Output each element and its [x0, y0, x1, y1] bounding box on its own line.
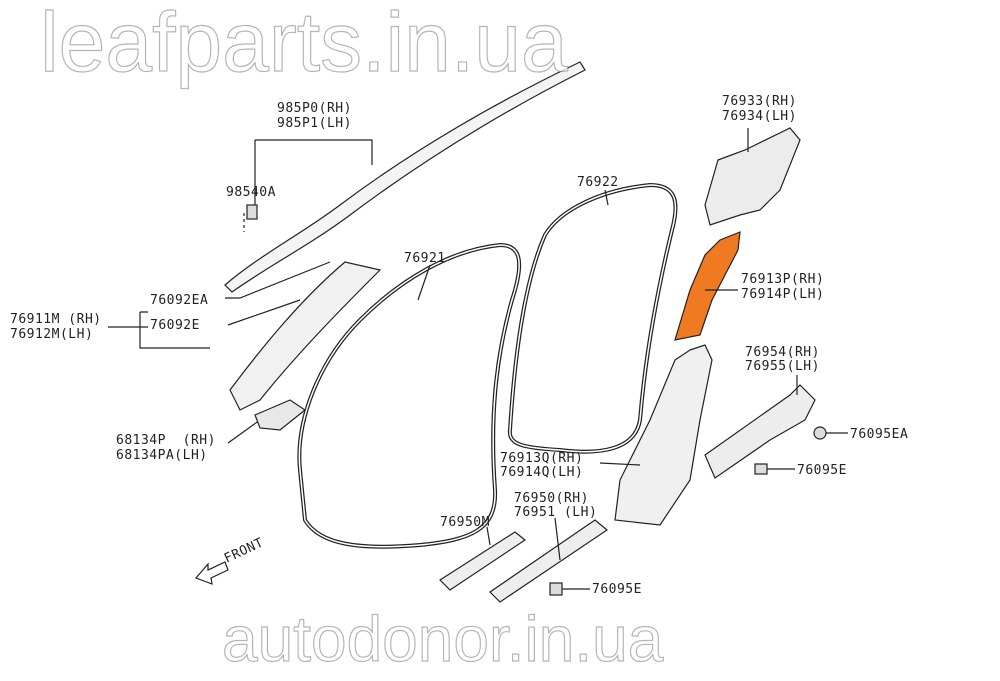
label-76095ea: 76095EA: [850, 427, 909, 442]
clip-76095e[interactable]: [754, 463, 768, 475]
label-76092ea: 76092EA: [150, 293, 209, 308]
label-76913q: 76913Q(RH): [500, 451, 584, 466]
label-76951: 76951 (LH): [514, 505, 598, 520]
label-68134p: 68134P (RH): [116, 433, 216, 448]
label-76914q: 76914Q(LH): [500, 465, 584, 480]
label-98540a: 98540A: [226, 185, 276, 200]
front-arrow-icon: [194, 561, 229, 585]
label-76955: 76955(LH): [745, 359, 820, 374]
clip-98540a[interactable]: [246, 204, 258, 220]
front-sill-plate[interactable]: [439, 531, 527, 591]
label-76922: 76922: [577, 175, 619, 190]
rear-door-weatherstrip[interactable]: [507, 182, 678, 454]
label-76095e: 76095E: [797, 463, 847, 478]
label-68134pa: 68134PA(LH): [116, 448, 208, 463]
clip-76095ea[interactable]: [813, 426, 827, 440]
label-76913p: 76913P(RH): [741, 272, 825, 287]
label-76934: 76934(LH): [722, 109, 797, 124]
c-pillar-trim[interactable]: [704, 127, 801, 226]
label-985p1: 985P1(LH): [277, 116, 352, 131]
label-76095e-lower: 76095E: [592, 582, 642, 597]
b-pillar-lower-trim[interactable]: [614, 344, 713, 526]
label-76911m: 76911M (RH): [10, 312, 102, 327]
label-985p0: 985P0(RH): [277, 101, 352, 116]
a-pillar-trim[interactable]: [229, 261, 382, 411]
label-76912m: 76912M(LH): [10, 327, 94, 342]
label-76950: 76950(RH): [514, 491, 589, 506]
watermark-autodonor: autodonor.in.ua: [221, 603, 664, 675]
label-76950m: 76950M: [440, 515, 490, 530]
label-76921: 76921: [404, 251, 446, 266]
watermark-leafparts: leafparts.in.ua: [39, 0, 568, 89]
label-76954: 76954(RH): [745, 345, 820, 360]
label-76933: 76933(RH): [722, 94, 797, 109]
b-pillar-upper-trim[interactable]: [674, 231, 741, 341]
rear-kick-plate[interactable]: [704, 384, 816, 479]
lower-panel-68134[interactable]: [254, 399, 307, 431]
clip-76095e-lower[interactable]: [549, 582, 563, 596]
label-76914p: 76914P(LH): [741, 287, 825, 302]
curtain-airbag[interactable]: [224, 61, 586, 293]
label-76092e: 76092E: [150, 318, 200, 333]
rear-sill-plate[interactable]: [489, 519, 608, 603]
